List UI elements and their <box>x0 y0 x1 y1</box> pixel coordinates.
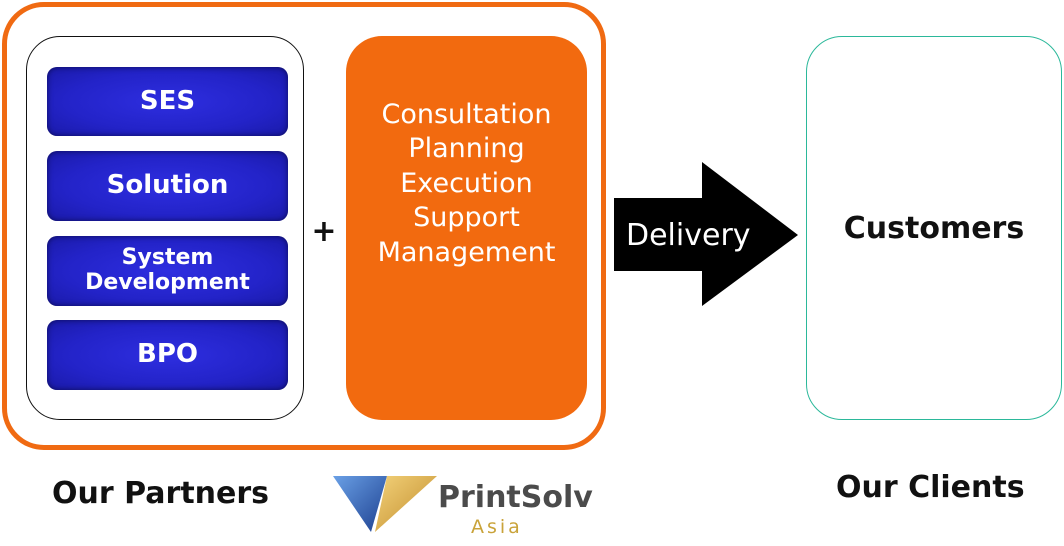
consulting-line: Support <box>413 202 520 234</box>
consulting-line: Planning <box>408 133 525 165</box>
logo-gold-wing <box>375 476 437 532</box>
service-bpo: BPO <box>47 320 288 390</box>
consulting-line: Management <box>377 236 556 268</box>
service-ses-label: SES <box>139 85 196 116</box>
logo-name: PrintSolv <box>438 480 593 515</box>
customers-label: Customers <box>843 211 1025 246</box>
partners-caption: Our Partners <box>52 476 270 511</box>
service-system-development-label: System Development <box>85 245 250 295</box>
delivery-arrow <box>614 162 798 306</box>
logo-subtitle: Asia <box>471 516 523 538</box>
consulting-line: Execution <box>400 167 533 199</box>
service-ses: SES <box>47 67 288 136</box>
printsolv-logo-icon <box>333 476 437 532</box>
consulting-box: Consultation Planning Execution Support … <box>346 36 587 420</box>
service-bpo-label: BPO <box>137 339 198 370</box>
service-solution: Solution <box>47 151 288 221</box>
service-solution-label: Solution <box>106 170 229 201</box>
clients-caption: Our Clients <box>836 470 1025 505</box>
partners-frame <box>2 2 606 450</box>
delivery-arrow-shape <box>614 162 798 306</box>
logo-blue-wing <box>333 476 387 532</box>
service-system-development: System Development <box>47 236 288 306</box>
delivery-label: Delivery <box>626 218 751 253</box>
plus-sign: + <box>311 214 337 249</box>
customers-box <box>806 36 1062 420</box>
consulting-line: Consultation <box>381 98 552 130</box>
